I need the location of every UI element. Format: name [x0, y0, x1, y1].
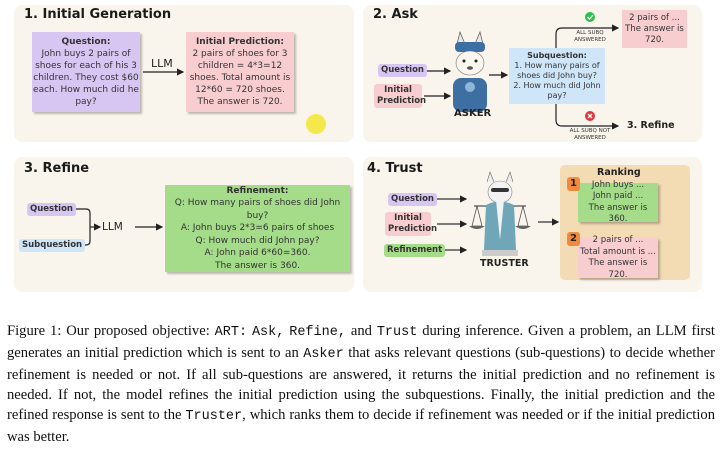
all-subq-not-answered-label: ALL SUBQ NOT ANSWERED: [569, 128, 611, 141]
panel-title: 1. Initial Generation: [24, 7, 172, 22]
refinement-line: A: John buys 2*3=6 pairs of shoes: [180, 223, 335, 234]
subquestion-item: How much did John pay?: [523, 81, 601, 100]
panel-title: 4. Trust: [367, 161, 423, 176]
initial-prediction-pill: Initial Prediction: [374, 84, 426, 108]
initial-prediction-box: Initial Prediction: 2 pairs of shoes for…: [186, 32, 294, 112]
refinement-box: Refinement: Q: How many pairs of shoes d…: [165, 185, 350, 272]
prediction-heading: Initial Prediction:: [195, 37, 285, 47]
question-pill: Question: [378, 64, 427, 77]
rank-line: The answer is 360.: [588, 202, 648, 225]
arrows-layer: [74, 12, 620, 256]
refinement-heading: Refinement:: [226, 185, 289, 196]
check-icon: [585, 12, 595, 22]
panel-title: 2. Ask: [373, 7, 418, 22]
refinement-pill: Refinement: [384, 244, 446, 257]
rank-line: John paid ...: [592, 191, 644, 201]
llm-label: LLM: [151, 57, 173, 70]
subquestion-pill: Subquestion: [19, 239, 86, 252]
rank-1-badge: 1: [567, 177, 580, 191]
rank-line: Total amount is ...: [580, 246, 656, 257]
all-subq-answered-label: ALL SUBQ ANSWERED: [574, 30, 606, 43]
figure-caption: Figure 1: Our proposed objective: ART: A…: [7, 323, 715, 445]
ranking-title: Ranking: [597, 167, 641, 178]
prediction-text: 2 pairs of shoes for 3 children = 4*3=12…: [189, 49, 291, 107]
panel-title: 3. Refine: [24, 161, 90, 176]
llm-label: LLM: [102, 221, 123, 233]
rank-line: 2 pairs of ...: [592, 235, 644, 245]
refinement-line: A: John paid 6*60=360.: [204, 248, 311, 259]
yellow-dot: [306, 114, 326, 134]
answered-result-box: 2 pairs of ... The answer is 720.: [622, 10, 687, 48]
question-text: John buys 2 pairs of shoes for each of h…: [33, 49, 139, 107]
question-box: Question: John buys 2 pairs of shoes for…: [32, 32, 140, 112]
subquestion-heading: Subquestion:: [527, 51, 587, 60]
refinement-line: Q: How many pairs of shoes did John buy?: [174, 198, 341, 221]
rank-2-badge: 2: [567, 232, 580, 246]
subquestion-item: How many pairs of shoes did John buy?: [517, 61, 600, 80]
x-icon: [585, 111, 595, 121]
rank-1-box: John buys ... John paid ... The answer i…: [578, 179, 658, 224]
question-pill: Question: [388, 193, 437, 206]
truster-llama-icon: [469, 171, 531, 256]
refinement-line: The answer is 360.: [214, 260, 301, 271]
subquestion-box: Subquestion: 1. How many pairs of shoes …: [509, 48, 605, 104]
truster-label: TRUSTER: [480, 258, 529, 269]
rank-line: The answer is 720.: [588, 258, 648, 280]
rank-2-box: 2 pairs of ... Total amount is ... The a…: [578, 235, 658, 280]
refine-result-label: 3. Refine: [627, 120, 675, 131]
asker-label: ASKER: [454, 108, 492, 119]
asker-llama-icon: [453, 30, 487, 112]
question-pill: Question: [27, 203, 76, 216]
question-heading: Question:: [61, 37, 111, 47]
rank-line: John buys ...: [591, 179, 645, 190]
initial-prediction-pill: Initial Prediction: [385, 212, 437, 236]
refinement-line: Q: How much did John pay?: [195, 235, 320, 246]
